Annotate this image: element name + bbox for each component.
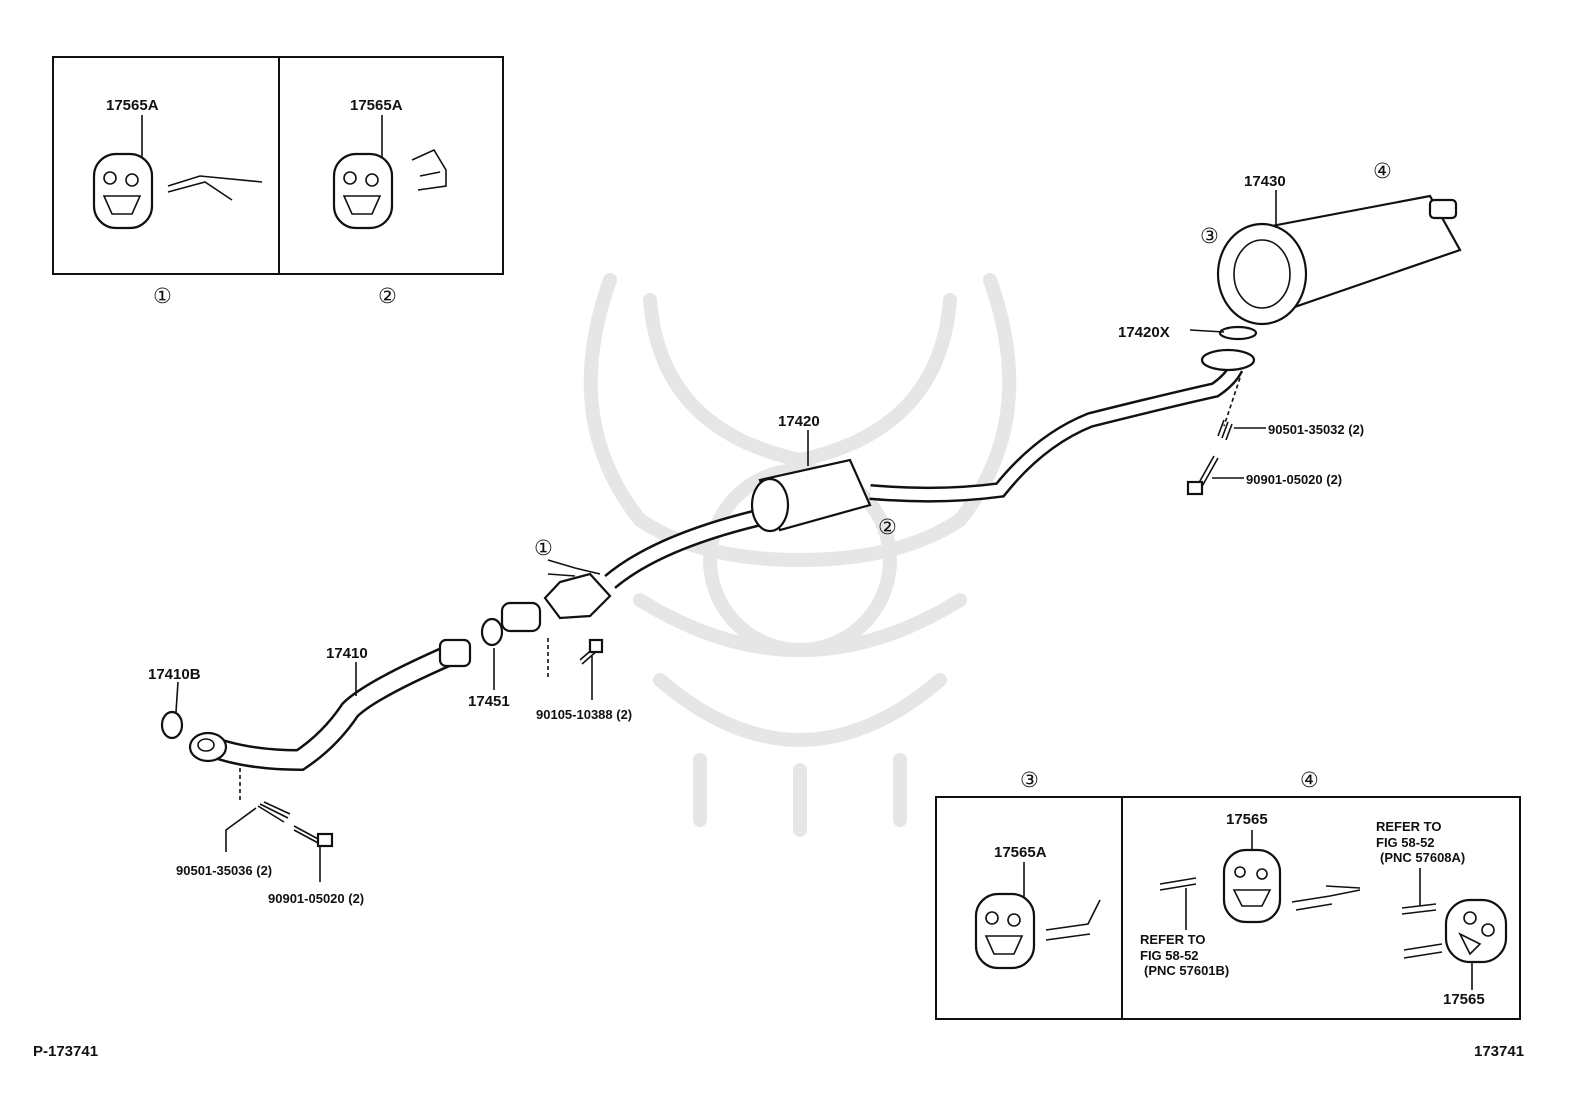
center-pipe-assembly: [604, 348, 1256, 589]
inset2-marker: ②: [378, 284, 397, 308]
inset3-marker: ③: [1020, 768, 1039, 792]
gasket-17451-icon: [480, 617, 504, 647]
label-17420X: 17420X: [1118, 324, 1170, 341]
inset4-bottom-part-label: 17565: [1443, 991, 1485, 1008]
hanger-bracket-icon: [1291, 885, 1361, 911]
rubber-hanger-icon: [92, 152, 154, 230]
inset-box-3-4: [935, 796, 1521, 1020]
hanger-bracket-icon: [411, 148, 447, 191]
inset4-ref-b: REFER TO FIG 58-52 (PNC 57601B): [1140, 932, 1229, 978]
label-17451: 17451: [468, 693, 510, 710]
label-90105-10388: 90105-10388 (2): [536, 707, 632, 722]
rubber-hanger-icon: [974, 892, 1036, 970]
hanger-bracket-icon: [1401, 903, 1437, 915]
bolt-icon: [293, 825, 334, 848]
label-17410: 17410: [326, 645, 368, 662]
inset1-marker: ①: [153, 284, 172, 308]
spring-icon: [1217, 419, 1233, 441]
label-17410B: 17410B: [148, 666, 201, 683]
hanger-bracket-icon: [1403, 943, 1443, 959]
gasket-17410B-icon: [160, 710, 184, 740]
label-17420: 17420: [778, 413, 820, 430]
hanger-bracket-icon: [167, 175, 263, 201]
hanger-bracket-icon: [1045, 899, 1101, 941]
label-90501-35032: 90501-35032 (2): [1268, 422, 1364, 437]
rubber-hanger-icon: [332, 152, 394, 230]
rubber-hanger-icon: [1222, 848, 1282, 924]
footer-left-code: P-173741: [33, 1043, 98, 1060]
spring-icon: [257, 801, 291, 823]
callout-4: ④: [1373, 159, 1392, 183]
front-exhaust-pipe: [188, 638, 472, 772]
bolt-icon: [579, 638, 604, 665]
rubber-hanger-icon: [1444, 898, 1508, 964]
inset4-ref-a: REFER TO FIG 58-52 (PNC 57608A): [1376, 819, 1465, 865]
inset1-part-label: 17565A: [106, 97, 159, 114]
catalytic-converter: [500, 559, 612, 633]
footer-right-code: 173741: [1474, 1043, 1524, 1060]
callout-1: ①: [534, 536, 553, 560]
gasket-17420X-icon: [1218, 325, 1258, 341]
label-90901-05020-right: 90901-05020 (2): [1246, 472, 1342, 487]
callout-3: ③: [1200, 224, 1219, 248]
label-90501-35036: 90501-35036 (2): [176, 863, 272, 878]
label-17430: 17430: [1244, 173, 1286, 190]
hanger-bracket-icon: [1159, 877, 1197, 891]
inset4-marker: ④: [1300, 768, 1319, 792]
rear-muffler: [1216, 194, 1462, 341]
label-90901-05020-left: 90901-05020 (2): [268, 891, 364, 906]
inset2-part-label: 17565A: [350, 97, 403, 114]
inset3-part-label: 17565A: [994, 844, 1047, 861]
callout-2: ②: [878, 515, 897, 539]
bolt-icon: [1186, 455, 1219, 496]
watermark-helmet-icon: [583, 273, 1017, 837]
inset4-top-part-label: 17565: [1226, 811, 1268, 828]
